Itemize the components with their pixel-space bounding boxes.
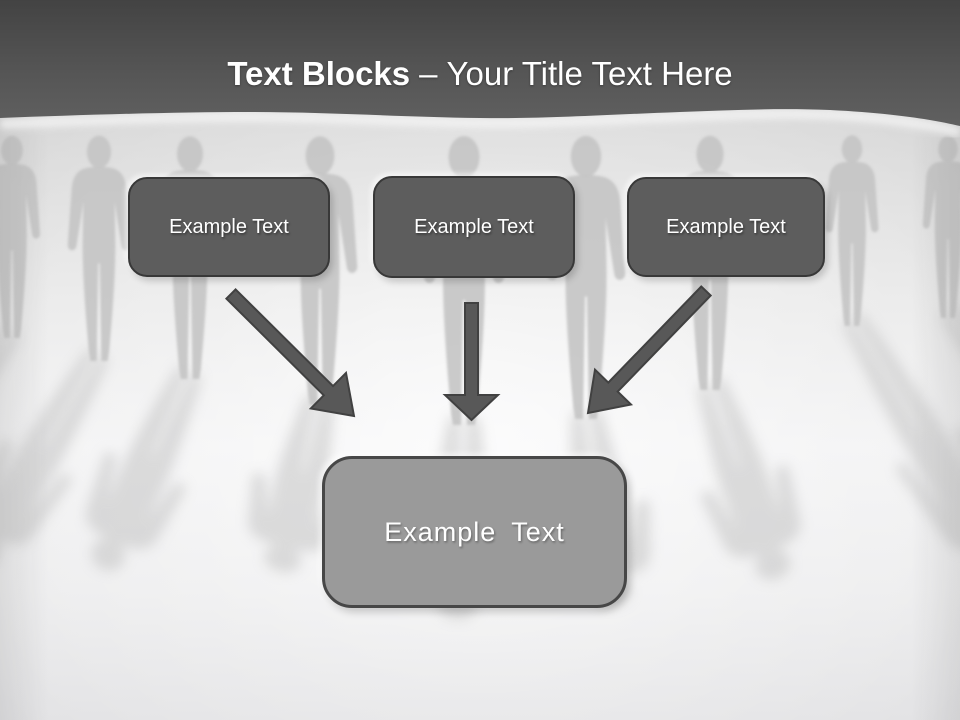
- result-block: Example Text: [322, 456, 627, 608]
- result-block-label: Example Text: [384, 516, 565, 547]
- slide-title-subtitle: Your Title Text Here: [446, 55, 733, 92]
- text-block-2: Example Text: [373, 176, 575, 278]
- text-block-1-label: Example Text: [169, 215, 289, 238]
- text-block-3-label: Example Text: [666, 215, 786, 238]
- text-block-1: Example Text: [128, 177, 330, 277]
- slide-title-topic: Text Blocks: [227, 55, 411, 92]
- wave-highlight: [0, 109, 960, 137]
- text-block-3: Example Text: [627, 177, 825, 277]
- slide-title-separator: –: [419, 55, 438, 92]
- header-band: [0, 0, 960, 126]
- slide-title: Text Blocks–Your Title Text Here: [0, 55, 960, 93]
- text-block-2-label: Example Text: [414, 215, 534, 238]
